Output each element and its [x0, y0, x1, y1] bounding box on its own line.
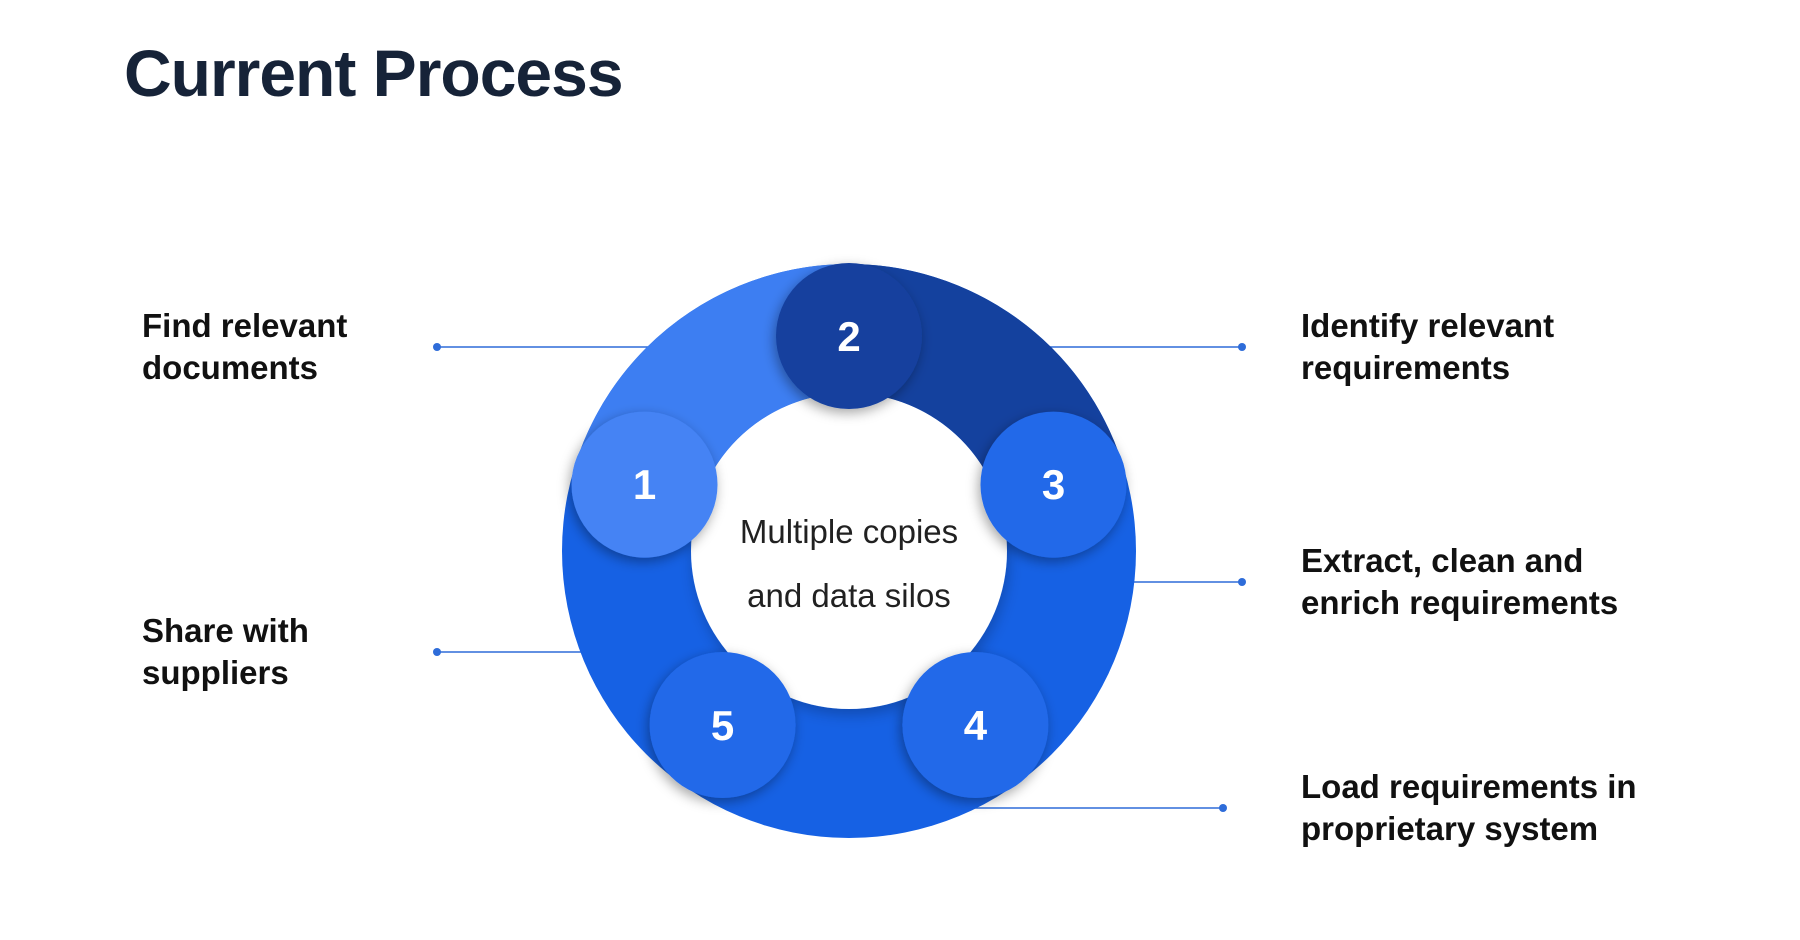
step-label-3: Extract, clean and enrich requirements [1301, 540, 1618, 624]
connector-dot-find-documents [433, 343, 441, 351]
center-message: Multiple copies and data silos [649, 512, 1049, 616]
step-bubbles: 1 2 3 4 5 [571, 263, 1127, 798]
step-number-1: 1 [633, 461, 656, 508]
step-label-2: Identify relevant requirements [1301, 305, 1554, 389]
step-bubble-5 [649, 652, 796, 798]
step-bubble-4 [902, 652, 1049, 798]
step-label-5-line2: suppliers [142, 654, 289, 691]
step-label-1: Find relevant documents [142, 305, 347, 389]
step-label-1-line2: documents [142, 349, 319, 386]
center-message-line1: Multiple copies [739, 513, 959, 550]
step-bubble-2 [776, 263, 922, 409]
step-label-2-line2: requirements [1301, 349, 1511, 386]
step-label-3-line1: Extract, clean and [1301, 542, 1584, 579]
step-label-2-line1: Identify relevant [1301, 307, 1555, 344]
step-number-5: 5 [711, 702, 734, 749]
connector-dot-share-suppliers [433, 648, 441, 656]
step-label-4-line1: Load requirements in [1301, 768, 1637, 805]
step-bubble-1 [571, 411, 718, 558]
connector-dot-extract-requirements [1238, 578, 1246, 586]
step-number-3: 3 [1042, 461, 1065, 508]
step-label-4-line2: proprietary system [1301, 810, 1599, 847]
step-bubble-3 [980, 411, 1127, 558]
connector-dot-load-requirements [1219, 804, 1227, 812]
step-label-5-line1: Share with [142, 612, 309, 649]
step-number-2: 2 [837, 313, 860, 360]
page-title: Current Process [124, 36, 624, 110]
center-message-line2: and data silos [747, 577, 951, 614]
step-label-1-line1: Find relevant [142, 307, 348, 344]
step-label-4: Load requirements in proprietary system [1301, 766, 1637, 850]
step-number-4: 4 [964, 702, 988, 749]
step-label-5: Share with suppliers [142, 610, 309, 694]
step-label-3-line2: enrich requirements [1301, 584, 1619, 621]
ring-center-hole [691, 393, 1007, 709]
connector-dot-identify-requirements [1238, 343, 1246, 351]
